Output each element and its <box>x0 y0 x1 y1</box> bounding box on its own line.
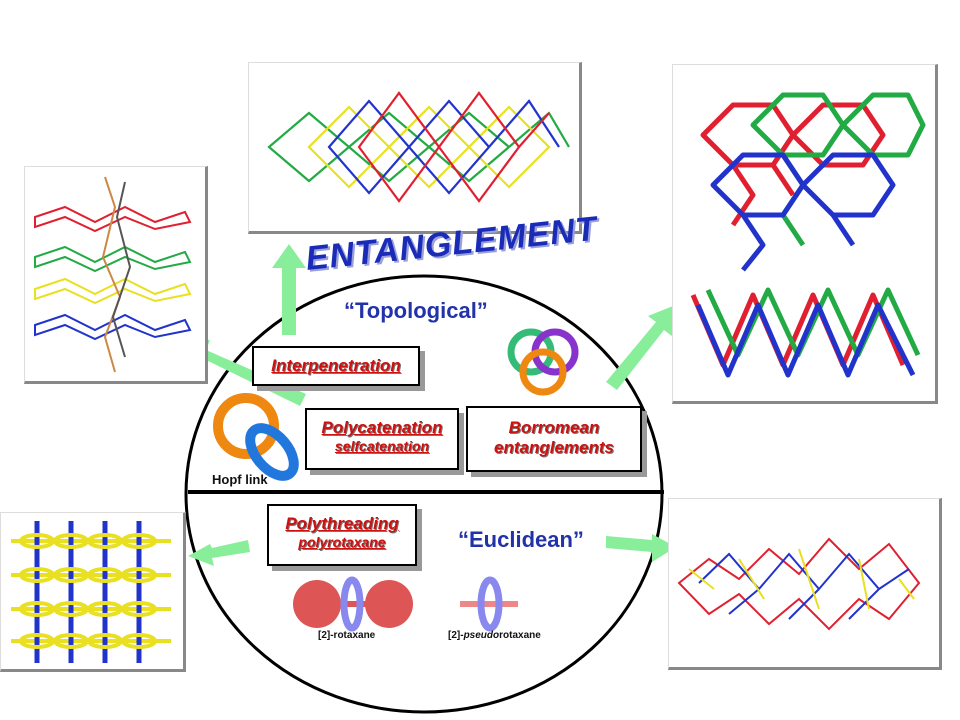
arrow-up-icon <box>272 244 306 335</box>
interpenetration-label: Interpenetration <box>271 356 401 375</box>
borromean-box: Borromean entanglements <box>466 406 642 472</box>
hexagonal-nets-image <box>690 92 926 378</box>
borromean-rings-icon <box>507 328 579 396</box>
borromean-label-line1: Borromean <box>508 418 600 437</box>
hopf-link-icon <box>213 393 299 481</box>
pseudorotaxane-icon <box>460 576 518 632</box>
interpenetration-box: Interpenetration <box>252 346 420 386</box>
polythreading-label: Polythreading <box>285 514 399 533</box>
arrow-up-right-icon <box>606 304 678 390</box>
arrow-left-icon <box>188 540 250 566</box>
arrow-right-icon <box>606 534 676 562</box>
euclidean-net-panel <box>668 498 942 670</box>
pseudorotaxane-italic: pseudo <box>463 630 500 641</box>
polycatenation-box: Polycatenation selfcatenation <box>305 408 459 470</box>
polyrotaxane-label: polyrotaxane <box>298 534 386 550</box>
hexagonal-nets-panel <box>672 64 938 404</box>
euclidean-net-image <box>677 537 921 631</box>
interpenetrated-net-panel <box>248 62 582 234</box>
pseudorotaxane-label: [2]-pseudorotaxane <box>448 630 541 641</box>
pseudorotaxane-suffix: rotaxane <box>499 630 541 641</box>
rotaxane-label: [2]-rotaxane <box>318 630 376 641</box>
borromean-label-line2: entanglements <box>494 438 614 457</box>
layered-net-image <box>34 176 192 373</box>
layered-net-panel <box>24 166 208 384</box>
polyrotaxane-net-image <box>11 521 171 663</box>
selfcatenation-label: selfcatenation <box>334 438 430 454</box>
hopf-link-label: Hopf link <box>212 472 268 487</box>
euclidean-label: “Euclidean” <box>458 527 584 552</box>
polycatenation-label: Polycatenation <box>321 418 443 437</box>
polyrotaxane-net-panel <box>0 512 186 672</box>
pseudorotaxane-prefix: [2]- <box>448 630 464 641</box>
interpenetrated-net-image <box>267 91 570 203</box>
topological-label: “Topological” <box>344 298 488 323</box>
polythreading-box: Polythreading polyrotaxane <box>267 504 417 566</box>
rotaxane-icon <box>293 576 413 632</box>
